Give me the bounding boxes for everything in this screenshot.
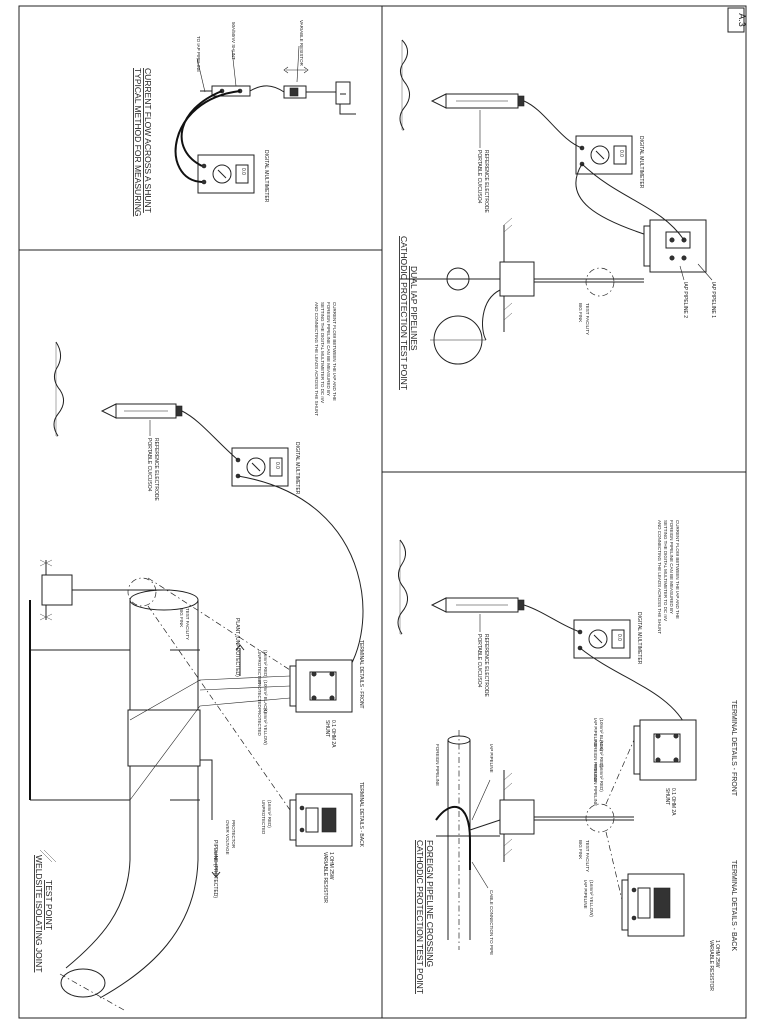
dual-meter-reading: 0.0 — [618, 150, 624, 157]
dual-panel-title-line1: DUAL IAP PIPELINES — [409, 266, 419, 351]
isolating-reference-electrode — [100, 403, 183, 419]
isolating-panel-title-line2: TEST POINT — [44, 880, 54, 930]
foreign-red-a-label: FOREIGN PIPELINE — [593, 740, 598, 782]
shunt-measurement-panel: TYPICAL METHOD FOR MEASURING CURRENT FLO… — [133, 20, 356, 216]
isolating-pipeline — [59, 589, 201, 1011]
foreign-red-a-size: (16mm² RED) — [599, 740, 604, 768]
dual-multimeter-label: DIGITAL MULTIMETER — [638, 136, 644, 189]
foreign-electrode-label-2: REFERENCE ELECTRODE — [483, 634, 489, 697]
isolating-shunt-spec-2: SHUNT — [324, 720, 330, 737]
cable-connection-label: CABLE CONNECTION TO PIPE — [489, 890, 494, 955]
isolating-test-facility-label-1: BIG FINK — [179, 608, 184, 627]
isolating-electrode-label-2: REFERENCE ELECTRODE — [153, 438, 159, 501]
isolating-panel-title-line1: WELDSITE ISOLATING JOINT — [34, 855, 44, 972]
shunt-label: 50A/50mV SHUNT — [231, 22, 236, 60]
foreign-terminal-back-label: TERMINAL DETAILS - BACK — [730, 860, 737, 951]
protected-yellow-size: (16mm² YELLOW) — [263, 708, 268, 745]
isolating-test-facility-label-2: TEST FACILITY — [185, 608, 190, 640]
pipeline-protected-label: PIPELINE (PROTECTED) — [212, 840, 218, 898]
over-voltage-label-1: OVER VOLTAGE — [225, 820, 230, 855]
isolating-front-terminal-box — [289, 659, 353, 713]
foreign-note-line3: SETTING THE DIGITAL MULTIMETER TO DC mV — [663, 520, 668, 621]
foreign-pipeline-label: FOREIGN PIPELINE — [435, 744, 440, 786]
foreign-note-line4: AND CONNECTING THE LEADS ACROSS THE SHUN… — [657, 520, 662, 634]
foreign-resistor-spec-1: 1 OHM 25W — [714, 940, 720, 968]
foreign-reference-electrode — [430, 597, 525, 613]
dual-test-facility-label-2: TEST FACILITY — [585, 303, 590, 335]
to-iap-pipeline-label: TO IAP PIPELINE — [196, 36, 201, 72]
isolating-multimeter-label: DIGITAL MULTIMETER — [294, 442, 300, 495]
dual-panel-multimeter: 0.0 — [575, 135, 633, 175]
foreign-front-terminal-box — [633, 719, 697, 781]
plant-unprotected-label: PLANT (UNPROTECTED) — [234, 618, 240, 677]
isolating-note-line4: AND CONNECTING THE LEADS ACROSS THE SHUN… — [314, 302, 319, 416]
dual-electrode-label-2: REFERENCE ELECTRODE — [483, 150, 489, 213]
foreign-test-facility-label-2: TEST FACILITY — [585, 840, 590, 872]
shunt-multimeter-label: DIGITAL MULTIMETER — [263, 150, 269, 203]
protected-black-label: PROTECTED — [257, 680, 262, 709]
dual-pipelines-panel: DUAL IAP PIPELINES CATHODIC PROTECTION T… — [399, 39, 716, 390]
isolating-terminal-front-label: TERMINAL DETAILS - FRONT — [358, 640, 364, 709]
foreign-test-facility-label-1: BIG FINK — [578, 840, 583, 859]
isolating-joint-panel: WELDSITE ISOLATING JOINT TEST POINT CURR… — [29, 302, 364, 1011]
shunt-panel-title-line2: CURRENT FLOW ACROSS A SHUNT — [143, 68, 153, 213]
foreign-meter-reading: 0.0 — [616, 634, 622, 641]
dual-test-facility-label-1: BIG FINK — [578, 303, 583, 322]
isolating-meter-reading: 0.0 — [274, 462, 280, 469]
isolating-back-terminal-box — [289, 793, 353, 847]
unprotected-back-label: UNPROTECTED — [261, 800, 266, 835]
isolating-panel-multimeter: 0.0 — [231, 447, 289, 487]
dual-electrode-label-1: PORTABLE CU/CUSO4 — [476, 150, 482, 204]
over-voltage-label-2: PROTECTOR — [231, 820, 236, 849]
iap-black-size: (10mm² BLACK) — [599, 718, 604, 752]
sheet-frame: A.3 — [18, 5, 747, 1019]
protected-yellow-label: PROTECTED — [257, 708, 262, 737]
iap-black-label: IAP PIPELINE — [593, 718, 598, 747]
iap-pipeline-1-label: IAP PIPELINE 1 — [710, 282, 716, 318]
foreign-electrode-label-1: PORTABLE CU/CUSO4 — [476, 634, 482, 688]
foreign-red-b-size: (16mm² RED) — [599, 764, 604, 792]
foreign-note-line1: CURRENT FLOW BETWEEN THE IAP AND THE — [675, 520, 680, 619]
unprotected-red-label: UNPROTECTED — [257, 650, 262, 685]
isolating-terminal-back-label: TERMINAL DETAILS - BACK — [358, 782, 364, 848]
foreign-panel-title-line1: FOREIGN PIPELINE CROSSING — [425, 840, 435, 967]
foreign-crossing-pipes — [435, 730, 500, 950]
shunt-panel-title-line1: TYPICAL METHOD FOR MEASURING — [133, 68, 143, 216]
isolating-note-line2: FOREIGN PIPELINE CAN BE MEASURED BY — [326, 302, 331, 396]
unprotected-red-size: (16mm² RED) — [263, 650, 268, 678]
foreign-shunt-spec-2: SHUNT — [664, 788, 670, 805]
isolating-shunt-spec-1: 0.1 OHM 2A — [330, 720, 336, 748]
foreign-red-b-label: FOREIGN PIPELINE — [593, 764, 598, 806]
foreign-terminal-front-label: TERMINAL DETAILS - FRONT — [730, 700, 737, 797]
sheet-number: A.3 — [737, 13, 747, 27]
unprotected-back-size: (16mm² RED) — [267, 800, 272, 828]
isolating-resistor-spec-1: 1 OHM 25W — [328, 852, 334, 880]
isolating-note-line3: SETTING THE DIGITAL MULTIMETER TO DC mV — [320, 302, 325, 403]
foreign-back-terminal-box — [621, 873, 685, 937]
shunt-panel-multimeter: 0.0 — [197, 154, 255, 194]
foreign-panel-multimeter: 0.0 — [573, 619, 631, 659]
shunt-meter-reading: 0.0 — [240, 168, 246, 175]
iap-pipeline-label: IAP PIPELINE — [489, 744, 494, 773]
variable-resistor-label: VARIABLE RESISTOR — [299, 20, 304, 67]
isolating-electrode-label-1: PORTABLE CU/CUSO4 — [146, 438, 152, 492]
iap-yellow-label: IAP PIPELINE — [583, 880, 588, 909]
foreign-note-line2: FOREIGN PIPELINE CAN BE MEASURED BY — [669, 520, 674, 614]
iap-pipeline-2-label: IAP PIPELINE 2 — [682, 282, 688, 318]
protected-black-size: (10mm² BLACK) — [263, 680, 268, 714]
isolating-note-line1: CURRENT FLOW BETWEEN THE IAP AND THE — [332, 302, 337, 401]
foreign-panel-title-line2: CATHODIC PROTECTION TEST POINT — [415, 840, 425, 994]
foreign-multimeter-label: DIGITAL MULTIMETER — [636, 612, 642, 665]
isolating-resistor-spec-2: VARIABLE RESISTOR — [322, 852, 328, 903]
foreign-shunt-spec-1: 0.1 OHM 2A — [670, 788, 676, 816]
foreign-crossing-panel: FOREIGN PIPELINE CROSSING CATHODIC PROTE… — [397, 520, 737, 994]
dual-reference-electrode — [430, 93, 525, 109]
iap-yellow-size: (16mm² YELLOW) — [589, 880, 594, 917]
dual-terminal-box — [643, 219, 707, 273]
dual-panel-title-line2: CATHODIC PROTECTION TEST POINT — [399, 236, 409, 390]
foreign-resistor-spec-2: VARIABLE RESISTOR — [708, 940, 714, 991]
